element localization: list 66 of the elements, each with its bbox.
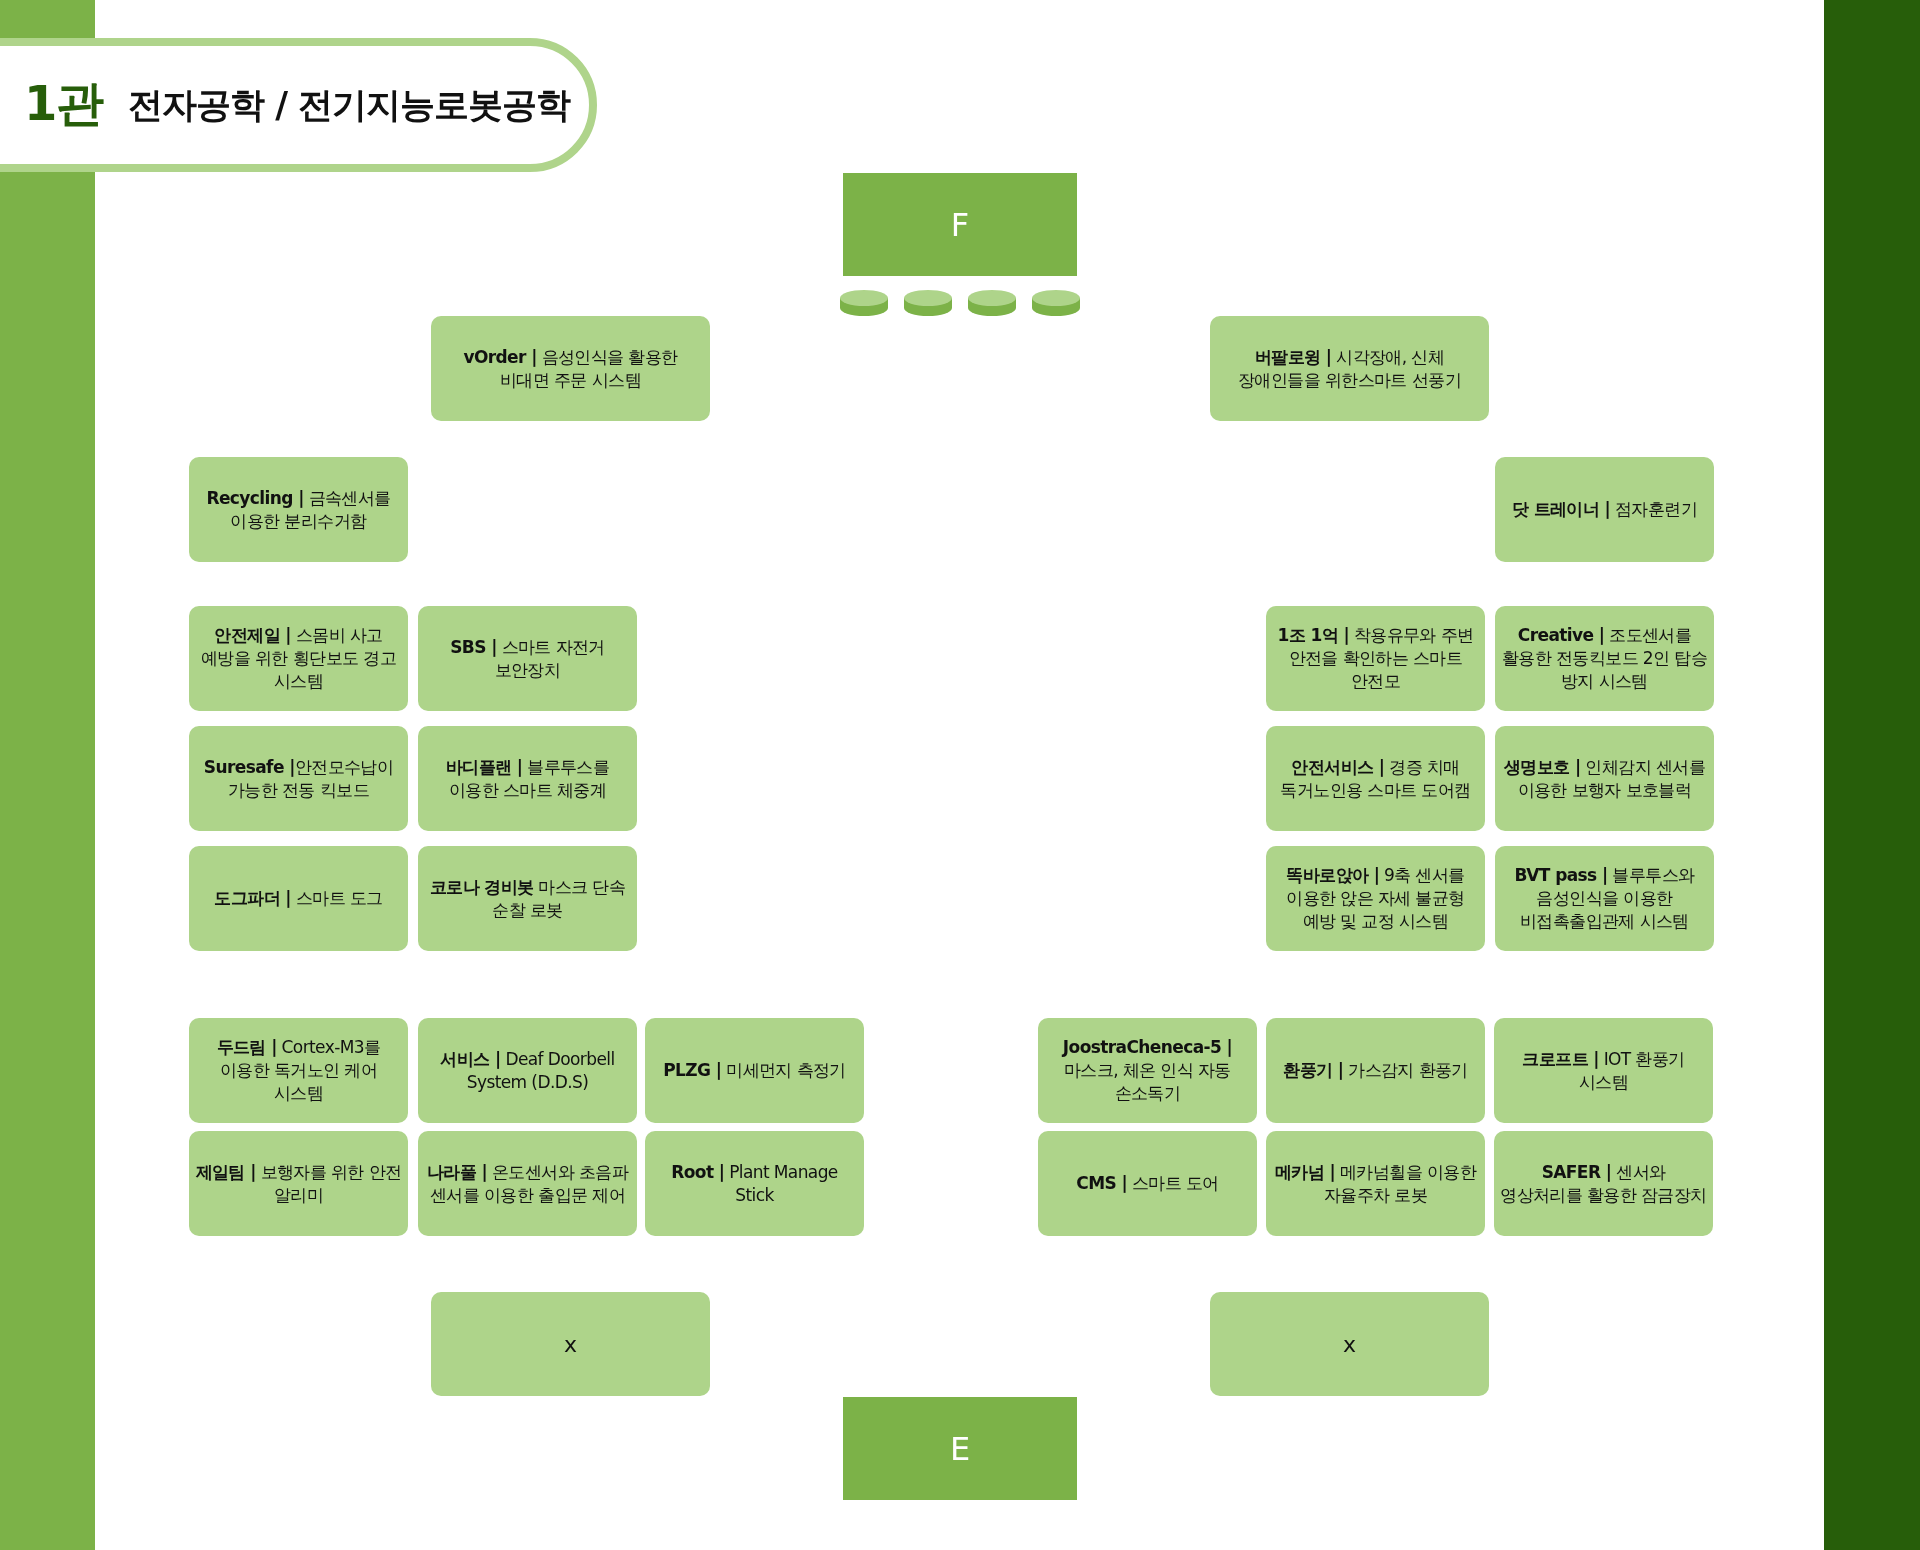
- booth-label: Root | Plant Manage Stick: [670, 1160, 839, 1207]
- booth-box: [1038, 1018, 1257, 1123]
- area-label: F: [950, 205, 970, 244]
- booth-box: [1495, 606, 1714, 711]
- booth-label: 도그파더 | 스마트 도그: [214, 887, 383, 910]
- booth-label: x: [564, 1331, 577, 1357]
- booth-box: [1494, 1018, 1713, 1123]
- booth-label: 닷 트레이너 | 점자훈련기: [1511, 498, 1698, 521]
- hall-number: 1관: [24, 74, 104, 133]
- booth-box: [645, 1131, 864, 1236]
- booth-box: [1038, 1131, 1257, 1236]
- booth-label: 제일팀 | 보행자를 위한 안전 알리미: [195, 1160, 402, 1207]
- booth-label: 서비스 | Deaf Doorbell System (D.D.S): [439, 1047, 616, 1094]
- booth-box: [1210, 316, 1489, 421]
- booth-label: 1조 1억 | 착용유무와 주변 안전을 확인하는 스마트 안전모: [1276, 624, 1475, 693]
- booth-label: 버팔로윙 | 시각장애, 신체 장애인들을 위한스마트 선풍기: [1237, 345, 1462, 392]
- booth-label: BVT pass | 블루투스와 음성인식을 이용한 비접촉출입관제 시스템: [1513, 864, 1696, 933]
- hall-title: 전자공학 / 전기지능로봇공학: [128, 84, 571, 127]
- booth-box: [189, 606, 408, 711]
- booth-label: x: [1343, 1331, 1356, 1357]
- booth-box: [1266, 1131, 1485, 1236]
- booth-box: [1495, 457, 1714, 562]
- booth-label: 똑바로앉아 | 9축 센서를 이용한 앉은 자세 불균형 예방 및 교정 시스템: [1285, 864, 1466, 933]
- booth-box: [1266, 1018, 1485, 1123]
- booth-label: 안전제일 | 스몸비 사고 예방을 위한 횡단보도 경고 시스템: [200, 624, 397, 693]
- booth-box: [431, 1292, 710, 1396]
- booth-label: vOrder | 음성인식을 활용한 비대면 주문 시스템: [462, 345, 679, 392]
- booth-label: Creative | 조도센서를 활용한 전동킥보드 2인 탑승 방지 시스템: [1501, 624, 1708, 693]
- booth-label: 안전서비스 | 경증 치매 독거노인용 스마트 도어캠: [1279, 755, 1472, 802]
- booth-label: JoostraCheneca-5 | 마스크, 체온 인식 자동 손소독기: [1060, 1036, 1234, 1105]
- area-box: [843, 1397, 1077, 1500]
- booth-box: [1266, 846, 1485, 951]
- booth-label: 크로프트 | IOT 환풍기 시스템: [1521, 1047, 1686, 1094]
- booth-label: PLZG | 미세먼지 측정기: [663, 1059, 846, 1082]
- booth-label: 환풍기 | 가스감지 환풍기: [1283, 1059, 1468, 1082]
- booth-box: [418, 726, 637, 831]
- booth-label: 바디플랜 | 블루투스를 이용한 스마트 체중계: [444, 755, 611, 802]
- booth-box: [1494, 1131, 1713, 1236]
- booth-box: [1210, 1292, 1489, 1396]
- booth-label: CMS | 스마트 도어: [1076, 1172, 1219, 1195]
- booth-box: [1266, 606, 1485, 711]
- booth-label: SBS | 스마트 자전거 보안장치: [449, 635, 606, 682]
- booth-box: [418, 1018, 637, 1123]
- area-label: E: [949, 1429, 971, 1468]
- booth-label: SAFER | 센서와 영상처리를 활용한 잠금장치: [1500, 1160, 1707, 1207]
- booth-box: [418, 846, 637, 951]
- booth-label: 두드림 | Cortex-M3를 이용한 독거노인 케어 시스템: [215, 1036, 382, 1105]
- booth-label: Suresafe |안전모수납이 가능한 전동 킥보드: [202, 755, 395, 802]
- booth-label: 메카넘 | 메카넘휠을 이용한 자율주차 로봇: [1274, 1160, 1478, 1207]
- booth-box: [189, 1018, 408, 1123]
- booth-label: Recycling | 금속센서를 이용한 분리수거함: [205, 486, 392, 533]
- booth-label: 생명보호 | 인체감지 센서를 이용한 보행자 보호블럭: [1503, 755, 1706, 802]
- area-box: [843, 173, 1077, 276]
- booth-box: [189, 457, 408, 562]
- booth-box: [645, 1018, 864, 1123]
- booth-box: [1495, 726, 1714, 831]
- booth-box: [1266, 726, 1485, 831]
- booth-box: [1495, 846, 1714, 951]
- booth-label: 나라풀 | 온도센서와 초음파 센서를 이용한 출입문 제어: [426, 1160, 630, 1207]
- booth-box: [189, 726, 408, 831]
- booth-box: [418, 1131, 637, 1236]
- booth-box: [189, 1131, 408, 1236]
- booth-box: [418, 606, 637, 711]
- booth-label: 코로나 경비봇 마스크 단속 순찰 로봇: [428, 875, 627, 922]
- booth-box: [189, 846, 408, 951]
- booth-box: [431, 316, 710, 421]
